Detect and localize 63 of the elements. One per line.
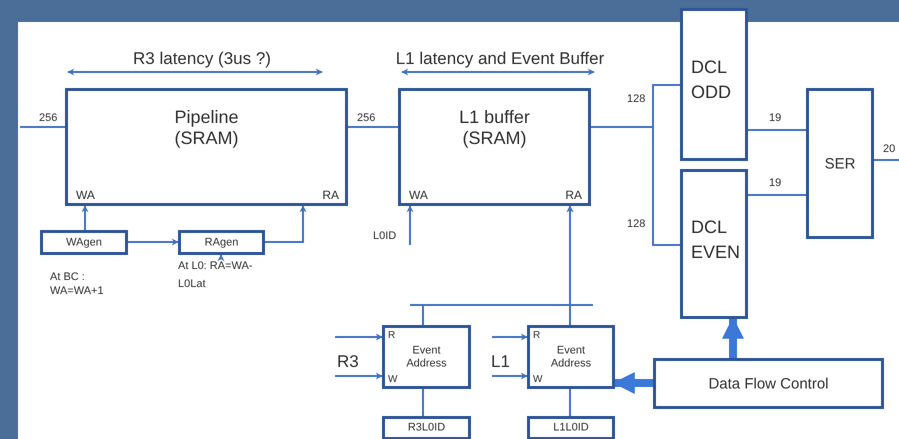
- edge-label: 256: [38, 112, 58, 124]
- connector: [874, 159, 899, 161]
- connector: [492, 334, 528, 340]
- block-box: [527, 325, 615, 389]
- port-label: W: [388, 374, 398, 385]
- block-label: Pipeline (SRAM): [173, 107, 240, 148]
- port-label: WA: [76, 189, 95, 203]
- heading-label: R3 latency (3us ?): [132, 48, 272, 70]
- block-label: Event Address: [405, 344, 448, 370]
- block-box: [680, 169, 748, 319]
- block-label: DCL ODD: [691, 56, 732, 104]
- block-label: WAgen: [65, 236, 103, 249]
- port-label: RA: [322, 189, 339, 203]
- connector: [492, 372, 528, 380]
- port-label: R: [388, 330, 396, 342]
- edge-label: 19: [768, 177, 782, 190]
- block-box: [680, 8, 748, 161]
- block-box: [806, 88, 874, 239]
- block-label: SER: [824, 154, 856, 172]
- edge-label: 256: [356, 112, 376, 124]
- connector: [82, 205, 88, 230]
- connector: [569, 389, 571, 416]
- block-label: Data Flow Control: [707, 374, 830, 392]
- connector: [335, 372, 383, 380]
- note-text: At L0: RA=WA-L0Lat: [178, 260, 252, 290]
- connector: [748, 129, 806, 131]
- block-box: [653, 358, 884, 409]
- block-box: [382, 325, 471, 389]
- block-label: RAgen: [204, 236, 240, 249]
- block-arrow: [722, 316, 744, 358]
- block-label: Event Address: [550, 344, 592, 370]
- connector: [591, 126, 680, 246]
- edge-label: 20: [882, 143, 896, 156]
- port-label: RA: [565, 189, 582, 203]
- edge-label: 128: [626, 93, 646, 106]
- connector: [406, 205, 414, 245]
- note-text: At BC : WA=WA+1: [50, 270, 105, 299]
- connector: [218, 254, 224, 262]
- connector: [265, 205, 306, 243]
- edge-label: L0ID: [372, 230, 398, 242]
- connector: [422, 389, 424, 416]
- edge-label: 19: [768, 112, 782, 124]
- block-label: L1L0ID: [552, 422, 590, 434]
- block-box: [40, 230, 128, 255]
- heading-label: L1 latency and Event Buffer: [394, 48, 606, 70]
- block-box: [65, 88, 348, 206]
- connector: [566, 205, 574, 325]
- port-label: W: [533, 374, 542, 385]
- block-box: [178, 230, 265, 255]
- connector: [748, 194, 806, 196]
- block-box: [398, 88, 591, 206]
- block-label: L1 buffer (SRAM): [458, 107, 531, 148]
- connector: [20, 126, 65, 128]
- edge-label: 128: [626, 218, 646, 230]
- block-label: DCL EVEN: [691, 216, 741, 264]
- block-label: R3L0ID: [406, 422, 446, 434]
- connector: [335, 334, 383, 340]
- port-label: WA: [409, 189, 428, 203]
- connector: [128, 238, 179, 246]
- block-box: [527, 416, 615, 439]
- block-box: [382, 416, 471, 439]
- port-label: R: [533, 330, 540, 342]
- connector: [348, 126, 398, 128]
